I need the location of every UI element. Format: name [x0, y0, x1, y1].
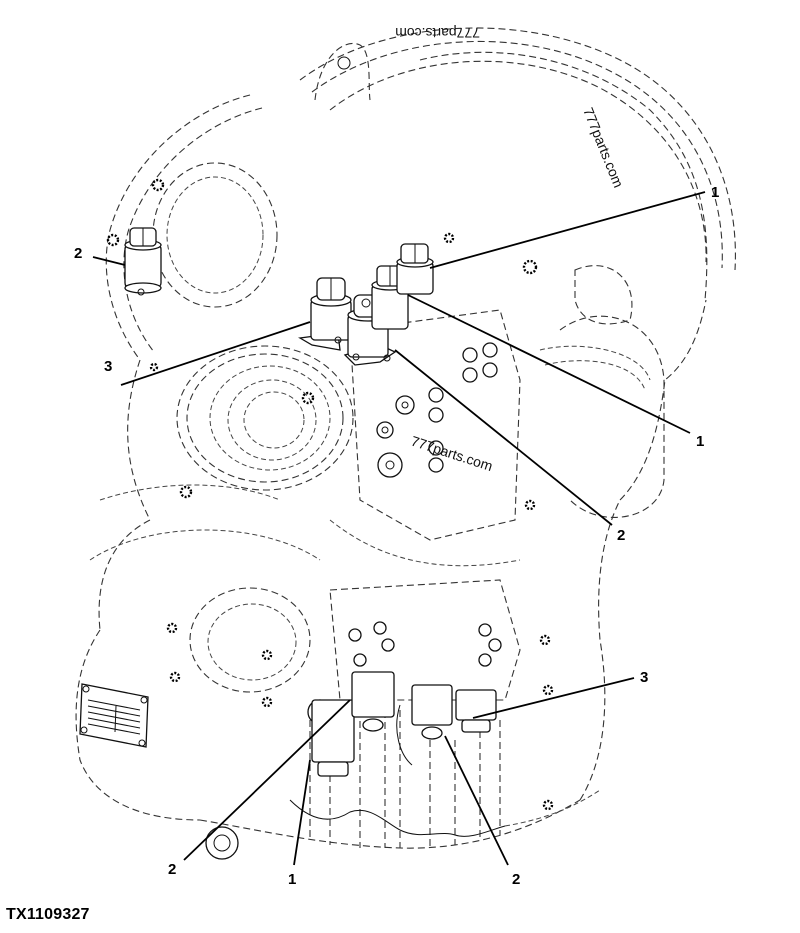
- leader-line: [407, 294, 691, 434]
- housing-outline: [75, 27, 736, 849]
- callout-number: 1: [288, 871, 296, 888]
- callout-number: 1: [711, 184, 719, 201]
- leader-line: [120, 321, 311, 386]
- leader-line: [444, 735, 509, 866]
- figure-id-label: TX1109327: [6, 906, 90, 923]
- solenoid-lower-right: [455, 689, 497, 733]
- solenoid-upper-left: [124, 227, 162, 296]
- leader-line: [293, 759, 311, 866]
- bolt-markers: [106, 178, 554, 811]
- leader-line: [394, 349, 613, 526]
- callout-number: 1: [696, 433, 704, 450]
- data-plate: [79, 683, 149, 748]
- callout-number: 2: [168, 861, 176, 878]
- torque-converter-hub: [152, 162, 354, 693]
- callout-number: 3: [640, 669, 648, 686]
- solenoid-lower-center: [396, 684, 453, 766]
- watermarks: 777parts.com 777parts.com 777parts.com: [395, 25, 627, 474]
- callout-number: 3: [104, 358, 112, 375]
- callouts: 1 1 2 2 3 3 2 1 2: [74, 184, 719, 888]
- upper-solenoids: [124, 227, 434, 366]
- leader-line: [92, 256, 126, 266]
- watermark-center: 777parts.com: [409, 433, 495, 474]
- callout-number: 2: [512, 871, 520, 888]
- leader-line: [429, 191, 706, 269]
- valve-ports: [205, 342, 502, 860]
- solenoid-lower-left: [311, 699, 355, 777]
- solenoid-upper-left-front: [298, 277, 352, 351]
- watermark-top: 777parts.com: [395, 25, 480, 41]
- lower-solenoids: [311, 671, 497, 777]
- callout-number: 2: [74, 245, 82, 262]
- solenoid-upper-right: [396, 243, 434, 295]
- callout-number: 2: [617, 527, 625, 544]
- solenoid-lower-left-center: [351, 671, 395, 732]
- leader-line: [472, 677, 635, 719]
- leader-line: [183, 699, 351, 861]
- watermark-right: 777parts.com: [580, 105, 627, 190]
